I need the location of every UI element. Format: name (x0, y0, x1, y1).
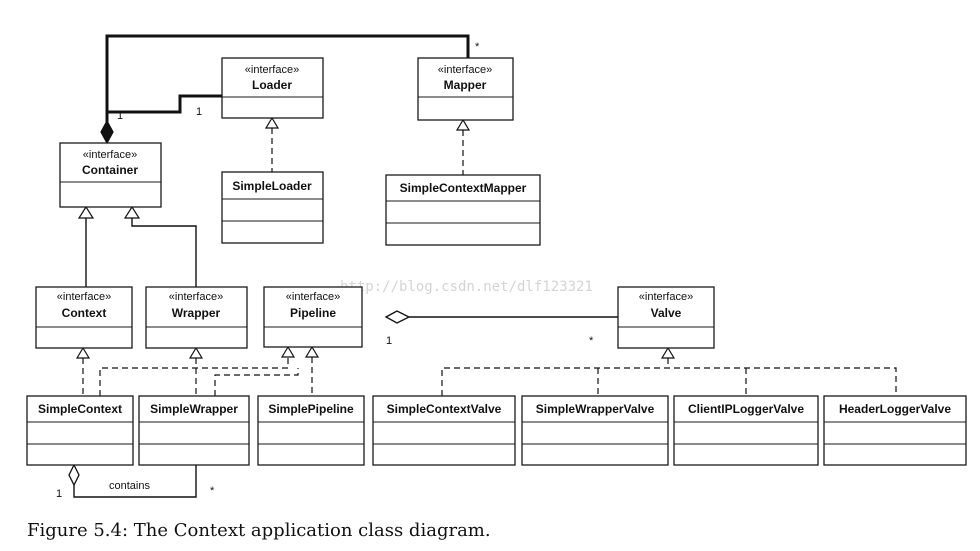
class-name: SimpleContext (38, 402, 122, 416)
interface-wrapper: «interface» Wrapper (145, 286, 248, 349)
multiplicity-label: 1 (196, 106, 202, 118)
container-mapper-association (100, 34, 470, 145)
realization-triangle-icon (304, 345, 320, 358)
interface-loader: «interface» Loader (221, 57, 324, 119)
class-name: ClientIPLoggerValve (688, 402, 804, 416)
class-name: Container (82, 163, 138, 177)
class-name: Wrapper (172, 306, 221, 320)
realization-triangle-icon (264, 116, 280, 129)
contains-association (68, 463, 197, 498)
class-simplecontextvalve: SimpleContextValve (372, 395, 516, 466)
context-extends-container (77, 205, 95, 287)
stereotype-label: «interface» (83, 149, 137, 161)
watermark: http://blog.csdn.net/dlf123321 (340, 279, 593, 295)
class-name: Context (62, 306, 107, 320)
stereotype-label: «interface» (57, 291, 111, 303)
class-simplepipeline: SimplePipeline (257, 395, 365, 466)
realization-triangle-icon (660, 346, 676, 359)
wrapper-extends-container (123, 205, 197, 287)
realization-triangle-icon (280, 345, 296, 358)
class-name: Mapper (444, 78, 487, 92)
class-simplewrappervalve: SimpleWrapperValve (521, 395, 669, 466)
interface-mapper: «interface» Mapper (417, 57, 514, 121)
stereotype-label: «interface» (639, 291, 693, 303)
stereotype-label: «interface» (245, 64, 299, 76)
mapper-impl-realizes-mapper (455, 118, 471, 175)
class-simpleloader: SimpleLoader (221, 171, 324, 244)
multiplicity-label: * (475, 41, 480, 53)
class-name: HeaderLoggerValve (839, 402, 951, 416)
figure-caption: Figure 5.4: The Context application clas… (27, 520, 491, 541)
interface-valve: «interface» Valve (617, 286, 715, 349)
multiplicity-label: * (589, 335, 594, 347)
class-name: Valve (651, 306, 682, 320)
stereotype-label: «interface» (286, 291, 340, 303)
aggregation-diamond-icon (68, 463, 80, 487)
simplecontext-realizes-context (75, 346, 91, 396)
generalization-triangle-icon (77, 205, 95, 219)
class-name: SimplePipeline (268, 402, 354, 416)
class-clientiploggervalve: ClientIPLoggerValve (673, 395, 819, 466)
interface-context: «interface» Context (35, 286, 133, 349)
class-headerloggervalve: HeaderLoggerValve (823, 395, 967, 466)
realization-triangle-icon (75, 346, 91, 359)
class-name: SimpleContextValve (387, 402, 502, 416)
realization-triangle-icon (455, 118, 471, 131)
class-simplewrapper: SimpleWrapper (138, 395, 250, 466)
generalization-triangle-icon (123, 205, 141, 219)
stereotype-label: «interface» (169, 291, 223, 303)
composition-diamond-icon (100, 119, 114, 145)
realization-triangle-icon (188, 346, 204, 359)
class-name: SimpleWrapperValve (536, 402, 655, 416)
class-name: Pipeline (290, 306, 336, 320)
class-simplecontext: SimpleContext (26, 395, 134, 466)
class-name: SimpleLoader (232, 179, 312, 193)
valves-realize-valve (441, 346, 897, 396)
contains-label: contains (109, 480, 150, 492)
multiplicity-label: 1 (386, 335, 392, 347)
interface-pipeline: «interface» Pipeline (263, 286, 363, 348)
class-name: SimpleContextMapper (400, 181, 527, 195)
class-name: Loader (252, 78, 292, 92)
stereotype-label: «interface» (438, 64, 492, 76)
pipeline-valve-aggregation (384, 310, 618, 324)
class-simplecontextmapper: SimpleContextMapper (385, 174, 541, 246)
multiplicity-label: 1 (117, 110, 123, 122)
multiplicity-label: * (210, 485, 215, 497)
interface-container: «interface» Container (59, 142, 162, 208)
aggregation-diamond-icon (384, 310, 411, 324)
simplewrapper-realizes-wrapper (188, 346, 204, 396)
simpleloader-realizes-loader (264, 116, 280, 172)
multiplicity-label: 1 (56, 488, 62, 500)
containers-realize-pipeline (99, 345, 320, 396)
class-name: SimpleWrapper (150, 402, 238, 416)
